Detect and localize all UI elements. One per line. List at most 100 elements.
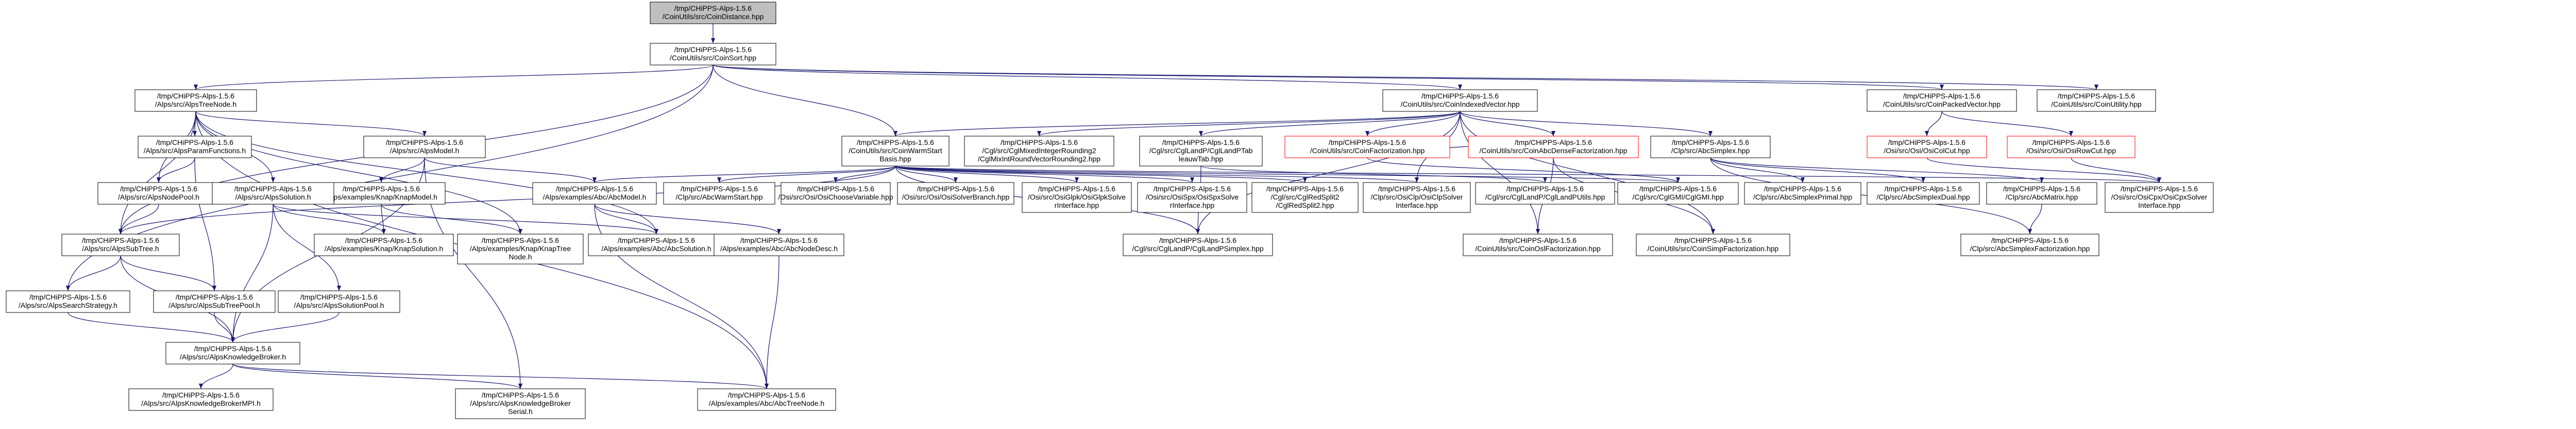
node-label-line: /tmp/CHiPPS-Alps-1.5.6 bbox=[345, 236, 422, 244]
node-label-line: /Clp/src/AbcSimplex.hpp bbox=[1671, 146, 1750, 155]
nodes-layer: /tmp/CHiPPS-Alps-1.5.6/CoinUtils/src/Coi… bbox=[6, 2, 2214, 419]
node-label-line: /CoinUtils/src/CoinIndexedVector.hpp bbox=[1400, 100, 1519, 108]
node-alpskbserial[interactable]: /tmp/CHiPPS-Alps-1.5.6/Alps/src/AlpsKnow… bbox=[455, 388, 586, 419]
node-alpstreenode[interactable]: /tmp/CHiPPS-Alps-1.5.6/Alps/src/AlpsTree… bbox=[134, 89, 257, 112]
node-coinostfactorization[interactable]: /tmp/CHiPPS-Alps-1.5.6/CoinUtils/src/Coi… bbox=[1463, 234, 1613, 256]
node-abcmodel[interactable]: /tmp/CHiPPS-Alps-1.5.6/Alps/examples/Abc… bbox=[532, 182, 657, 205]
node-alpssubtree[interactable]: /tmp/CHiPPS-Alps-1.5.6/Alps/src/AlpsSubT… bbox=[61, 234, 180, 256]
node-label-line: /tmp/CHiPPS-Alps-1.5.6 bbox=[728, 391, 805, 399]
node-alpskbmpi[interactable]: /tmp/CHiPPS-Alps-1.5.6/Alps/src/AlpsKnow… bbox=[128, 388, 274, 411]
node-alpsmodel[interactable]: /tmp/CHiPPS-Alps-1.5.6/Alps/src/AlpsMode… bbox=[363, 136, 486, 158]
node-knapsolution[interactable]: /tmp/CHiPPS-Alps-1.5.6/Alps/examples/Kna… bbox=[314, 234, 454, 256]
node-abcsimplexprimal[interactable]: /tmp/CHiPPS-Alps-1.5.6/Clp/src/AbcSimple… bbox=[1744, 182, 1861, 205]
node-label-line: Basis.hpp bbox=[879, 155, 911, 163]
node-label-line: Interface.hpp bbox=[2138, 201, 2180, 209]
node-alpsparsol[interactable]: /tmp/CHiPPS-Alps-1.5.6/Alps/src/AlpsPara… bbox=[138, 136, 252, 158]
node-cgllandpsimplex[interactable]: /tmp/CHiPPS-Alps-1.5.6/Cgl/src/CglLandP/… bbox=[1123, 234, 1273, 256]
edge-coinpacked-osirowcut bbox=[1941, 111, 2073, 137]
node-label-line: /tmp/CHiPPS-Alps-1.5.6 bbox=[681, 185, 758, 193]
node-coinindexedvector[interactable]: /tmp/CHiPPS-Alps-1.5.6/CoinUtils/src/Coi… bbox=[1382, 89, 1538, 112]
node-label-line: /tmp/CHiPPS-Alps-1.5.6 bbox=[797, 185, 874, 193]
node-osisolvebranch[interactable]: /tmp/CHiPPS-Alps-1.5.6/Osi/src/Osi/OsiSo… bbox=[897, 182, 1014, 205]
node-label-line: /tmp/CHiPPS-Alps-1.5.6 bbox=[82, 236, 159, 244]
node-label-line: Interface.hpp bbox=[1396, 201, 1438, 209]
node-coinpacked[interactable]: /tmp/CHiPPS-Alps-1.5.6/CoinUtils/src/Coi… bbox=[1867, 89, 2017, 112]
node-box bbox=[314, 234, 454, 256]
node-abcnodedesc[interactable]: /tmp/CHiPPS-Alps-1.5.6/Alps/examples/Abc… bbox=[714, 234, 844, 256]
node-knaptreenode[interactable]: /tmp/CHiPPS-Alps-1.5.6/Alps/examples/Kna… bbox=[457, 234, 584, 265]
edge-alpssearchstrategy-alpsknowledgebroker bbox=[67, 312, 235, 343]
node-label-line: /tmp/CHiPPS-Alps-1.5.6 bbox=[482, 236, 559, 244]
node-osiglpk[interactable]: /tmp/CHiPPS-Alps-1.5.6/Osi/src/OsiGlpk/O… bbox=[1022, 182, 1132, 213]
node-alpssearchstrategy[interactable]: /tmp/CHiPPS-Alps-1.5.6/Alps/src/AlpsSear… bbox=[6, 290, 130, 313]
edge-coinindexedvector-coinostfactorization bbox=[1460, 111, 1540, 235]
edge-coinwarmstart-cglredsplit bbox=[895, 166, 1307, 183]
node-osispx[interactable]: /tmp/CHiPPS-Alps-1.5.6/Osi/src/OsiSpx/Os… bbox=[1137, 182, 1247, 213]
node-coinfactorization[interactable]: /tmp/CHiPPS-Alps-1.5.6/CoinUtils/src/Coi… bbox=[1284, 136, 1450, 158]
node-abcsimplexfactorization[interactable]: /tmp/CHiPPS-Alps-1.5.6/Clp/src/AbcSimple… bbox=[1960, 234, 2099, 256]
node-label-line: /Alps/src/AlpsKnowledgeBroker.h bbox=[180, 353, 286, 361]
node-osirowcut[interactable]: /tmp/CHiPPS-Alps-1.5.6/Osi/src/Osi/OsiRo… bbox=[2007, 136, 2136, 158]
node-knapmodel[interactable]: /tmp/CHiPPS-Alps-1.5.6/Alps/examples/Kna… bbox=[317, 182, 446, 205]
node-alpssolution[interactable]: /tmp/CHiPPS-Alps-1.5.6/Alps/src/AlpsSolu… bbox=[212, 182, 334, 205]
node-label-line: /Alps/src/AlpsSolution.h bbox=[235, 193, 311, 201]
node-alpssolutionpool[interactable]: /tmp/CHiPPS-Alps-1.5.6/Alps/src/AlpsSolu… bbox=[278, 290, 400, 313]
node-label-line: /tmp/CHiPPS-Alps-1.5.6 bbox=[1159, 236, 1236, 244]
node-cgltwomirgmi[interactable]: /tmp/CHiPPS-Alps-1.5.6/Cgl/src/CglGMI/Cg… bbox=[1617, 182, 1739, 205]
node-box bbox=[1123, 234, 1273, 256]
node-abcsimplex[interactable]: /tmp/CHiPPS-Alps-1.5.6/Clp/src/AbcSimple… bbox=[1650, 136, 1771, 158]
node-box bbox=[457, 234, 584, 265]
node-clpwarm[interactable]: /tmp/CHiPPS-Alps-1.5.6/Clp/src/AbcWarmSt… bbox=[663, 182, 775, 205]
node-label-line: /tmp/CHiPPS-Alps-1.5.6 bbox=[2058, 92, 2135, 100]
node-osicolcut[interactable]: /tmp/CHiPPS-Alps-1.5.6/Osi/src/Osi/OsiCo… bbox=[1867, 136, 1987, 158]
node-abcsolution[interactable]: /tmp/CHiPPS-Alps-1.5.6/Alps/examples/Abc… bbox=[588, 234, 725, 256]
node-abcsimplexdual[interactable]: /tmp/CHiPPS-Alps-1.5.6/Clp/src/AbcSimple… bbox=[1867, 182, 1980, 205]
edge-coinwarmstart-osiclp bbox=[895, 166, 1419, 183]
node-osicpxsolver[interactable]: /tmp/CHiPPS-Alps-1.5.6/Osi/src/OsiCpx/Os… bbox=[2105, 182, 2214, 213]
edge-alpstreenode-abcsolution bbox=[195, 111, 658, 235]
edge-coinpacked-osicolcut bbox=[1925, 111, 1942, 137]
node-root: /tmp/CHiPPS-Alps-1.5.6/CoinUtils/src/Coi… bbox=[650, 2, 776, 24]
node-cglredsplit[interactable]: /tmp/CHiPPS-Alps-1.5.6/Cgl/src/CglRedSpl… bbox=[1251, 182, 1359, 213]
node-box bbox=[1139, 136, 1263, 167]
node-box bbox=[1986, 182, 2097, 205]
node-osiclp[interactable]: /tmp/CHiPPS-Alps-1.5.6/Clp/src/OsiClp/Os… bbox=[1363, 182, 1471, 213]
node-label-line: /tmp/CHiPPS-Alps-1.5.6 bbox=[857, 138, 934, 146]
node-cgltwomir[interactable]: /tmp/CHiPPS-Alps-1.5.6/Cgl/src/CglLandP/… bbox=[1139, 136, 1263, 167]
node-label-line: /CoinUtils/src/CoinFactorization.hpp bbox=[1310, 146, 1425, 155]
edge-alpsparsol-alpsnodepool bbox=[157, 157, 195, 183]
node-label-line: /tmp/CHiPPS-Alps-1.5.6 bbox=[162, 391, 240, 399]
node-box bbox=[1251, 182, 1359, 213]
node-coinsimpfactorization[interactable]: /tmp/CHiPPS-Alps-1.5.6/CoinUtils/src/Coi… bbox=[1636, 234, 1790, 256]
node-label-line: Node.h bbox=[509, 253, 532, 261]
node-cgllandpvalidator[interactable]: /tmp/CHiPPS-Alps-1.5.6/Cgl/src/CglLandP/… bbox=[1475, 182, 1615, 205]
node-box bbox=[663, 182, 775, 205]
edge-alpsmodel-abcmodel bbox=[424, 157, 597, 183]
node-label-line: /Alps/src/AlpsTreeNode.h bbox=[155, 100, 236, 108]
node-label-line: leauwTab.hpp bbox=[1179, 155, 1224, 163]
edge-coinwarmstart-alpssubtree bbox=[118, 166, 896, 235]
edge-abcsimplex-abcsimplexprimal bbox=[1710, 157, 1805, 183]
node-label-line: /tmp/CHiPPS-Alps-1.5.6 bbox=[1266, 185, 1344, 193]
node-coinutility[interactable]: /tmp/CHiPPS-Alps-1.5.6/CoinUtils/src/Coi… bbox=[2037, 89, 2156, 112]
node-alpsknowledgebroker[interactable]: /tmp/CHiPPS-Alps-1.5.6/Alps/src/AlpsKnow… bbox=[165, 342, 300, 365]
node-coinabcdense[interactable]: /tmp/CHiPPS-Alps-1.5.6/CoinUtils/src/Coi… bbox=[1468, 136, 1639, 158]
node-coinsort[interactable]: /tmp/CHiPPS-Alps-1.5.6/CoinUtils/src/Coi… bbox=[650, 43, 776, 65]
node-coinwarmstart[interactable]: /tmp/CHiPPS-Alps-1.5.6/CoinUtils/src/Coi… bbox=[841, 136, 950, 167]
node-osichoose[interactable]: /tmp/CHiPPS-Alps-1.5.6/Osi/src/Osi/OsiCh… bbox=[778, 182, 893, 205]
node-label-line: /tmp/CHiPPS-Alps-1.5.6 bbox=[1515, 138, 1592, 146]
node-abcmatrix[interactable]: /tmp/CHiPPS-Alps-1.5.6/Clp/src/AbcMatrix… bbox=[1986, 182, 2097, 205]
node-label-line: /tmp/CHiPPS-Alps-1.5.6 bbox=[1038, 185, 1115, 193]
edge-osirowcut-osicpxsolver bbox=[2071, 157, 2161, 183]
node-box bbox=[532, 182, 657, 205]
node-label-line: /tmp/CHiPPS-Alps-1.5.6 bbox=[300, 293, 378, 301]
edge-alpsmodel-knapmodel bbox=[379, 157, 425, 183]
node-cglmixed[interactable]: /tmp/CHiPPS-Alps-1.5.6/Cgl/src/CglMixedI… bbox=[964, 136, 1114, 167]
node-alpssubtreepool[interactable]: /tmp/CHiPPS-Alps-1.5.6/Alps/src/AlpsSubT… bbox=[153, 290, 276, 313]
node-label-line: /tmp/CHiPPS-Alps-1.5.6 bbox=[1001, 138, 1078, 146]
node-label-line: /Osi/src/OsiCpx/OsiCpxSolver bbox=[2111, 193, 2208, 201]
node-abctreenode[interactable]: /tmp/CHiPPS-Alps-1.5.6/Alps/examples/Abc… bbox=[697, 388, 836, 411]
node-box bbox=[317, 182, 446, 205]
node-alpsnodepool[interactable]: /tmp/CHiPPS-Alps-1.5.6/Alps/src/AlpsNode… bbox=[97, 182, 220, 205]
edge-alpssubtree-alpssubtreepool bbox=[120, 255, 216, 291]
